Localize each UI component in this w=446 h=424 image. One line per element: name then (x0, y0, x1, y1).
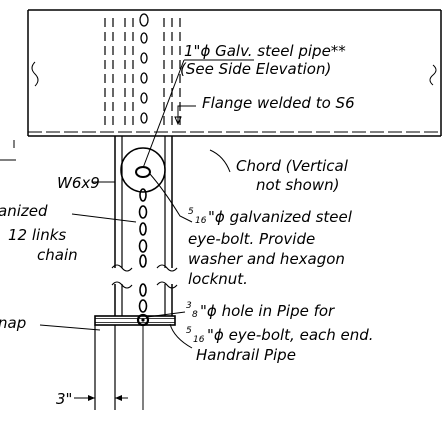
galvanized-chain-label-3: chain (37, 246, 78, 264)
eyebolt-label-line-3: washer and hexagon (188, 250, 345, 268)
hole-fraction-numerator: 3 (186, 301, 192, 311)
chain-in-beam (139, 13, 149, 124)
hidden-pipe-lines (104, 18, 181, 128)
leader-lines (0, 59, 254, 349)
eyebolt-label-line-2: eye-bolt. Provide (188, 230, 315, 248)
hole-note: 3 8 "ϕ hole in Pipe for 5 16 "ϕ eye-bolt… (186, 301, 374, 345)
dimension-3in (74, 395, 128, 401)
eyebolt-label-line-1: "ϕ galvanized steel (208, 208, 353, 226)
top-beam (27, 9, 442, 137)
flange-label: Flange welded to S6 (202, 94, 355, 112)
hole-fraction-denominator: 8 (192, 310, 198, 320)
galvanized-chain-label-2: 12 links (8, 226, 66, 244)
pipe-label: 1"ϕ Galv. steel pipe** (184, 42, 346, 60)
eyebolt-fraction-numerator: 5 (188, 207, 194, 217)
w6x9-post (111, 136, 178, 316)
snap-label: nap (0, 314, 26, 332)
chord-label-line-2: not shown) (256, 176, 339, 194)
chain-links (138, 188, 148, 313)
hole-fraction-denominator-2: 16 (193, 335, 205, 345)
eyebolt-fraction-denominator: 16 (195, 216, 207, 226)
chord-label-line-1: Chord (Vertical (236, 157, 349, 175)
pipe-section (120, 147, 166, 193)
hole-label-line-1: "ϕ hole in Pipe for (200, 302, 335, 320)
see-side-elevation-label: (See Side Elevation) (180, 60, 331, 78)
w6x9-label: W6x9 (57, 174, 100, 192)
dimension-label: 3" (56, 390, 72, 408)
eyebolt-label-line-4: locknut. (188, 270, 248, 288)
handrail-pipe-label: Handrail Pipe (196, 346, 296, 364)
eyebolt-note: 5 16 "ϕ galvanized steel eye-bolt. Provi… (188, 207, 353, 288)
handrail-pipe (94, 313, 176, 410)
galvanized-chain-label-1: anized (0, 202, 48, 220)
hole-label-line-2: "ϕ eye-bolt, each end. (207, 326, 374, 344)
hole-fraction-numerator-2: 5 (186, 326, 192, 336)
